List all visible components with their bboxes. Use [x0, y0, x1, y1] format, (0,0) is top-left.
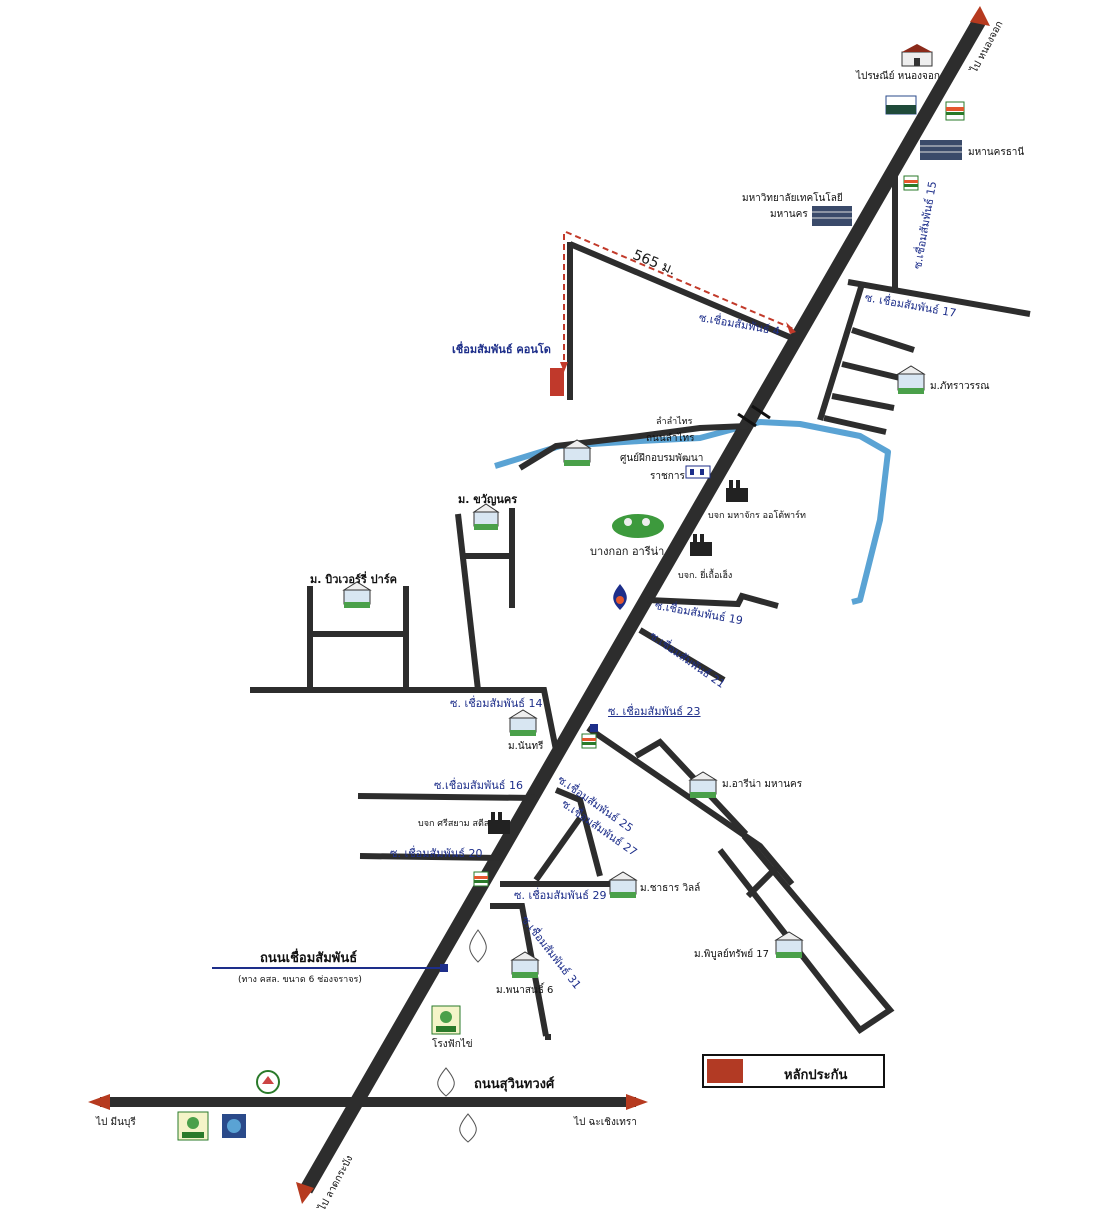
soi-4-branch: [568, 241, 794, 341]
tesco-lotus-icon: [885, 95, 917, 115]
soi-21-road: [638, 627, 726, 683]
distance-arrow: [786, 322, 796, 334]
house-icon: [562, 439, 592, 466]
post-office-icon: [901, 44, 933, 67]
collateral-swatch: [707, 1059, 743, 1083]
factory-2-label: บจก. ยี่เถื้อเฮ็ง: [678, 571, 733, 581]
soi-20-road: [359, 853, 501, 861]
direction-min-buri: ไป มีนบุรี: [96, 1117, 136, 1128]
training-label-2: ราชการ: [650, 471, 685, 482]
arrow-south: [296, 1182, 314, 1204]
arrow-heads: [88, 6, 990, 1204]
house-icon: [608, 871, 638, 898]
kwanchai-label: ม. ขวัญนคร: [458, 493, 518, 506]
soi-23-label: ซ. เชื่อมสัมพันธ์ 23: [608, 705, 701, 718]
phatrawan-label: ม.ภัทราวรรณ: [930, 381, 990, 392]
soi-31-road: [490, 903, 549, 1037]
factory-1-label: บจก มหาจักร ออโต้พาร์ท: [708, 511, 806, 521]
soi-14-label: ซ. เชื่อมสัมพันธ์ 14: [450, 697, 543, 710]
main-road-label: ถนนเชื่อมสัมพันธ์: [260, 951, 358, 966]
side-roads: [250, 170, 1031, 1040]
lam-thai-road: [518, 423, 749, 471]
soi-29-label: ซ. เชื่อมสัมพันธ์ 29: [514, 889, 607, 902]
kwanchai-road: [455, 513, 481, 691]
house-icon: [688, 771, 718, 798]
canal-label: ลำลำไทร: [656, 417, 693, 427]
arrow-west: [88, 1094, 110, 1110]
house-icon: [510, 951, 540, 978]
condo-marker: [550, 368, 564, 396]
gas-icon: [459, 1113, 477, 1143]
cpf-icon: [431, 1005, 461, 1035]
factory-icon: [726, 480, 748, 502]
canal-waterway: [494, 419, 891, 605]
arrow-north: [970, 6, 990, 26]
arina-label: ม.อารีน่า มหานคร: [722, 779, 803, 790]
soi-16-label: ซ.เชื่อมสัมพันธ์ 16: [434, 779, 523, 792]
riverside-label: ม. บิวเวอร์รี่ ปาร์ค: [310, 573, 398, 586]
cpf-icon: [177, 1111, 209, 1141]
soi-25-road: [554, 787, 603, 877]
house-icon: [896, 365, 926, 394]
distance-line: [563, 231, 797, 368]
lam-thai-label: ถนนลำไทร: [646, 433, 695, 444]
chathan-label: ม.ชาธาร วิลล์: [640, 883, 701, 894]
seven-eleven-icon: [581, 733, 597, 749]
tech-university-label-2: มหานคร: [770, 209, 808, 220]
direction-chachoengsao: ไป ฉะเชิงเทรา: [574, 1117, 637, 1128]
gas-icon: [469, 929, 487, 963]
house-icon: [508, 709, 538, 736]
soi-23-marker: [590, 724, 598, 732]
factory-icon: [488, 812, 510, 834]
bank-icon: [222, 1114, 246, 1138]
house-icon: [342, 581, 372, 608]
phanasin-label: ม.พนาสนธิ์ 6: [496, 985, 554, 996]
building-icon: [920, 140, 962, 160]
post-office-label: ไปรษณีย์ หนองจอก: [856, 71, 940, 82]
gas-icon: [437, 1067, 455, 1097]
mahanakorn-label: มหานครธานี: [968, 147, 1025, 158]
soi-14-road: [250, 687, 559, 751]
arrow-east: [626, 1094, 648, 1110]
soi-20-label: ซ. เชื่อมสัมพันธ์ 20: [390, 847, 483, 860]
soi-16-road: [357, 793, 537, 801]
soi-19-road: [647, 592, 779, 609]
village-icons: [342, 365, 926, 978]
factory-3-label: บจก ศรีสยาม สตีล: [418, 819, 490, 829]
soi-23-road: [586, 725, 795, 886]
training-label: ศูนย์ฝึกอบรมพัฒนา: [620, 453, 704, 464]
house-icon: [774, 931, 804, 958]
house-icon: [472, 503, 500, 530]
main-road-note: (ทาง คสล. ขนาด 6 ช่องจราจร): [238, 975, 362, 985]
soi-17-road: [847, 279, 1031, 317]
arena-label: บางกอก อารีน่า: [590, 545, 665, 558]
factory-icons: [488, 480, 748, 834]
legend-label: หลักประกัน: [784, 1068, 848, 1083]
seven-eleven-icon: [473, 871, 489, 887]
bridge: [737, 404, 771, 428]
government-building-icon: [685, 465, 711, 479]
phibun-label: ม.พิบูลย์ทรัพย์ 17: [694, 949, 770, 960]
tech-university-label: มหาวิทยาลัยเทคโนโลยี: [742, 193, 843, 204]
map-legend: หลักประกัน: [702, 1054, 885, 1088]
nanthri-label: ม.นันทรี: [508, 741, 544, 752]
stadium-icon: [612, 514, 664, 538]
seven-eleven-icon: [945, 101, 965, 121]
arina-road: [634, 738, 749, 837]
building-icon: [812, 206, 852, 226]
condo-label: เชื่อมสัมพันธ์ คอนโด: [452, 343, 551, 356]
cpf-egg-label: โรงฟักไข่: [432, 1039, 473, 1050]
main-road: [299, 16, 987, 1194]
bank-icon: [256, 1070, 280, 1094]
gas-station-icon: [613, 584, 627, 610]
suwinthawong-label: ถนนสุวินทวงศ์: [474, 1077, 555, 1092]
factory-icon: [690, 534, 712, 556]
seven-eleven-icon: [903, 175, 919, 191]
